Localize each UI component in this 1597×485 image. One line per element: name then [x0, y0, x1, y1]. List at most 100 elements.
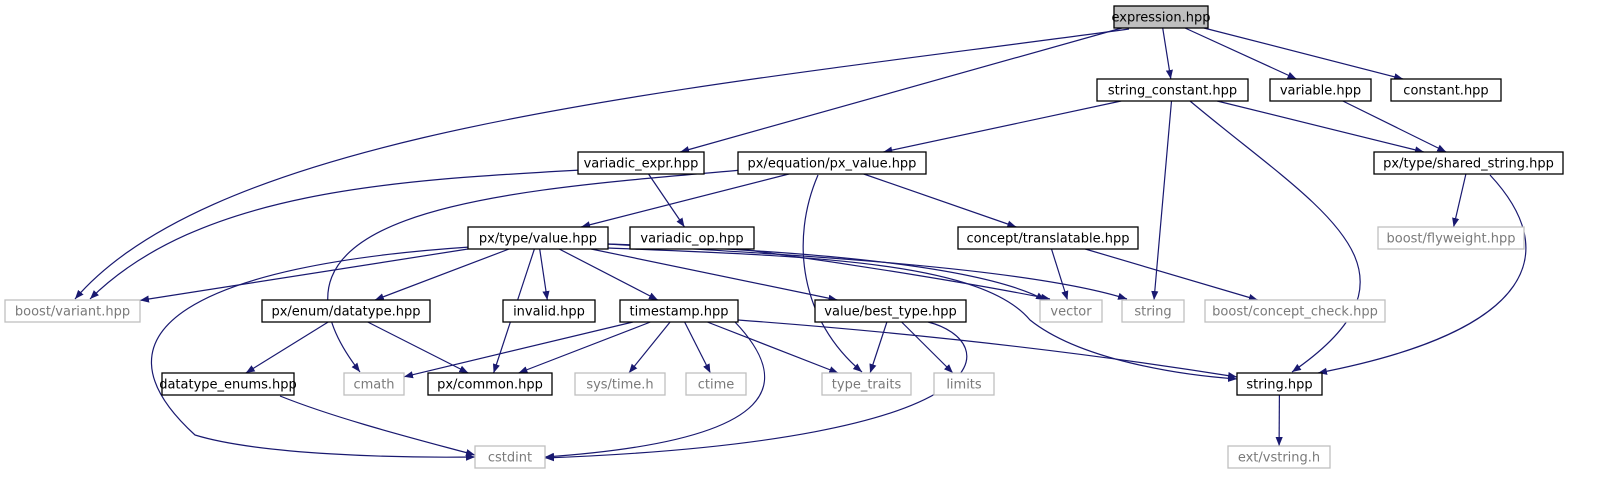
node-cmath: cmath: [343, 372, 405, 396]
edge-datatype_enums-to-cstdint: [279, 395, 476, 457]
node-box: [467, 226, 609, 250]
edge-shared_string-to-flyweight: [1452, 173, 1467, 228]
edge-string_constant-to-string_hpp: [1189, 100, 1361, 373]
node-label: variable.hpp: [1280, 84, 1361, 99]
node-vector: vector: [1039, 299, 1103, 323]
node-box: [1227, 445, 1331, 469]
edge-timestamp-to-systime: [628, 321, 671, 374]
node-best-type[interactable]: value/best_type.hpp: [814, 299, 967, 323]
node-label: value/best_type.hpp: [824, 305, 956, 320]
node-label: px/type/value.hpp: [479, 232, 597, 247]
node-variable[interactable]: variable.hpp: [1269, 78, 1372, 102]
edge-variadic_expr-to-boost_variant: [89, 169, 583, 300]
node-label: string.hpp: [1246, 378, 1312, 393]
node-label: variadic_op.hpp: [640, 232, 743, 247]
node-box: [1121, 299, 1185, 323]
edge-shared_string-to-string_hpp: [1317, 174, 1527, 375]
edge-px_value-to-type_value: [580, 173, 790, 229]
node-box: [1113, 5, 1209, 29]
edge-variable-to-shared_string: [1342, 100, 1447, 153]
edges: [74, 27, 1527, 462]
node-box: [577, 151, 705, 175]
edge-variadic_expr-to-variadic_op: [648, 173, 685, 228]
node-string-std: string: [1121, 299, 1185, 323]
node-label: boost/flyweight.hpp: [1387, 232, 1516, 247]
edge-type_value-to-boost_variant: [139, 248, 469, 303]
node-limits: limits: [933, 372, 995, 396]
node-variadic-expr[interactable]: variadic_expr.hpp: [577, 151, 705, 175]
node-box: [1269, 78, 1372, 102]
node-label: cstdint: [488, 451, 532, 466]
edge-translatable-to-vector: [1050, 248, 1069, 301]
edge-type_value-to-string_std: [607, 243, 1128, 300]
node-invalid[interactable]: invalid.hpp: [502, 299, 596, 323]
node-label: constant.hpp: [1403, 84, 1488, 99]
node-constant[interactable]: constant.hpp: [1390, 78, 1502, 102]
node-label: px/type/shared_string.hpp: [1383, 157, 1554, 172]
node-label: boost/variant.hpp: [15, 305, 130, 320]
node-box: [1390, 78, 1502, 102]
edge-px_value-to-type_traits: [802, 174, 863, 373]
node-box: [1096, 78, 1249, 102]
node-box: [502, 299, 596, 323]
node-datatype[interactable]: px/enum/datatype.hpp: [261, 299, 431, 323]
node-expression[interactable]: expression.hpp: [1112, 5, 1211, 29]
edge-datatype-to-datatype_enums: [245, 321, 329, 374]
node-px-value[interactable]: px/equation/px_value.hpp: [737, 151, 927, 175]
node-box: [574, 372, 666, 396]
edge-timestamp-to-type_traits: [707, 321, 839, 374]
edge-expression-to-variadic_expr: [680, 27, 1122, 154]
node-label: ext/vstring.h: [1238, 451, 1320, 466]
node-box: [737, 151, 927, 175]
edge-timestamp-to-ctime: [684, 321, 711, 374]
node-type-value[interactable]: px/type/value.hpp: [467, 226, 609, 250]
node-type-traits: type_traits: [821, 372, 912, 396]
node-variadic-op[interactable]: variadic_op.hpp: [629, 226, 755, 250]
edge-timestamp-to-cmath: [403, 321, 634, 379]
node-box: [1236, 372, 1323, 396]
node-ctime: ctime: [685, 372, 747, 396]
edge-type_value-to-cstdint: [150, 246, 476, 461]
node-common[interactable]: px/common.hpp: [427, 372, 553, 396]
node-box: [629, 226, 755, 250]
edge-expression-to-constant: [1203, 27, 1404, 81]
node-box: [619, 299, 739, 323]
node-label: string_constant.hpp: [1108, 84, 1237, 99]
node-box: [474, 445, 546, 469]
node-translatable[interactable]: concept/translatable.hpp: [957, 226, 1139, 250]
edge-expression-to-variable: [1184, 27, 1297, 80]
node-label: string: [1134, 305, 1171, 320]
edge-expression-to-string_constant: [1162, 27, 1173, 80]
node-flyweight: boost/flyweight.hpp: [1377, 226, 1525, 250]
node-box: [1039, 299, 1103, 323]
edge-type_value-to-timestamp: [558, 248, 659, 301]
node-boost-variant: boost/variant.hpp: [4, 299, 141, 323]
edge-string_constant-to-px_value: [883, 100, 1122, 154]
node-systime: sys/time.h: [574, 372, 666, 396]
edge-timestamp-to-cstdint: [544, 321, 766, 460]
edge-type_value-to-datatype: [374, 248, 510, 301]
node-timestamp[interactable]: timestamp.hpp: [619, 299, 739, 323]
node-box: [1373, 151, 1564, 175]
node-box: [261, 299, 431, 323]
edge-best_type-to-type_traits: [869, 321, 888, 374]
node-label: variadic_expr.hpp: [584, 157, 699, 172]
node-label: px/common.hpp: [437, 378, 543, 393]
node-box: [161, 372, 295, 396]
node-shared-string[interactable]: px/type/shared_string.hpp: [1373, 151, 1564, 175]
node-vstring: ext/vstring.h: [1227, 445, 1331, 469]
edge-timestamp-to-common: [518, 321, 651, 374]
node-box: [4, 299, 141, 323]
edge-timestamp-to-string_hpp: [737, 319, 1238, 380]
node-box: [933, 372, 995, 396]
node-box: [821, 372, 912, 396]
edge-string_constant-to-string_std: [1151, 100, 1173, 301]
edge-best_type-to-limits: [901, 321, 954, 374]
node-label: sys/time.h: [586, 378, 653, 393]
node-string-hpp[interactable]: string.hpp: [1236, 372, 1323, 396]
node-label: boost/concept_check.hpp: [1212, 305, 1378, 320]
node-string-constant[interactable]: string_constant.hpp: [1096, 78, 1249, 102]
nodes: expression.hpp string_constant.hpp variabl…: [4, 5, 1564, 469]
node-datatype-enums[interactable]: datatype_enums.hpp: [159, 372, 297, 396]
